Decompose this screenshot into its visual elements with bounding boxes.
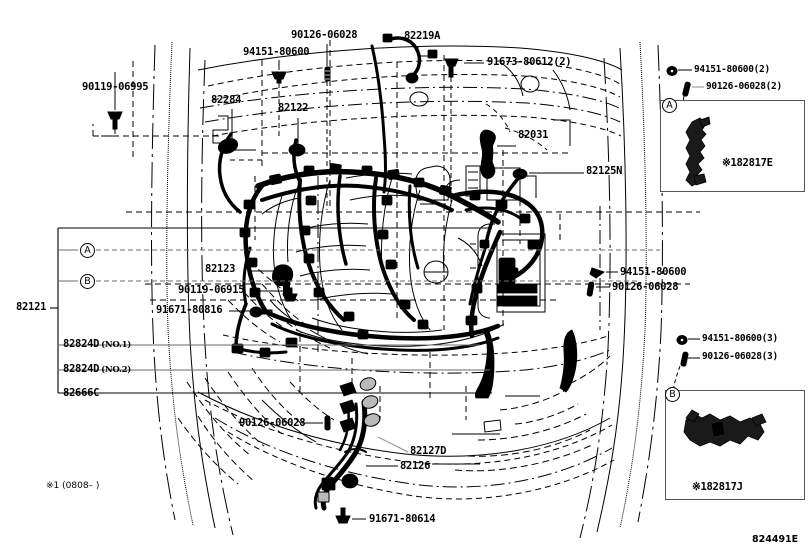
nut-inset-b-94151 [676,335,688,345]
label-82824D-no2-suffix: (NO.2) [101,365,131,375]
bolt-91671-80614 [335,507,351,524]
label-82824D-no2: 82824D (NO.2) [63,364,131,375]
nut-94151-80600-right [589,267,606,279]
label-90119-06915: 90119-06915 [178,284,245,296]
diagram-id-code: 824491E [752,534,799,545]
clip-inset-a-90126 [682,81,691,97]
bolt-90119-06915 [282,287,298,302]
label-82824D-no2-code: 82824D [63,363,100,375]
clip-inset-b-90126 [680,351,689,367]
inset-b-marker[interactable]: B [665,387,680,402]
label-94151-80600-right: 94151-80600 [620,266,687,278]
clip-90126-06028-right [586,281,595,297]
label-82123: 82123 [205,263,236,275]
label-82121: 82121 [16,301,47,313]
footnote-text: ※1 (0808– ) [46,481,100,491]
label-90126-06028-top: 90126-06028 [291,29,358,41]
callout-circle-a[interactable]: A [80,243,95,258]
bolt-91673-80612 [444,58,459,78]
bolt-91671-80816 [249,306,273,318]
label-91671-80816: 91671-80816 [156,304,223,316]
label-82122: 82122 [278,102,309,114]
nut-94151-80600-top [271,71,287,84]
part-82817E-shape [685,116,711,187]
label-inset-b-94151: 94151-80600(3) [702,333,778,344]
inset-panel-b [665,390,805,500]
label-90126-06028-bottom: 90126-06028 [239,417,306,429]
inset-a-marker[interactable]: A [662,98,677,113]
label-82031: 82031 [518,129,549,141]
label-82824D-no1-code: 82824D [63,338,100,350]
label-90119-06995: 90119-06995 [82,81,149,93]
label-inset-b-90126: 90126-06028(3) [702,351,778,362]
label-82824D-no1: 82824D (NO.1) [63,339,131,350]
label-82219A: 82219A [404,30,441,42]
label-82127D: 82127D [410,445,447,457]
part-82817J-shape [683,409,767,447]
label-82824D-no1-suffix: (NO.1) [101,340,131,350]
label-inset-a-90126: 90126-06028(2) [706,81,782,92]
label-94151-80600-top: 94151-80600 [243,46,310,58]
label-90126-06028-right: 90126-06028 [612,281,679,293]
label-inset-a-94151: 94151-80600(2) [694,64,770,75]
label-82284: 82284 [211,94,242,106]
label-82666C: 82666C [63,387,100,399]
label-91671-80614: 91671-80614 [369,513,436,525]
nut-inset-a-94151 [666,66,678,76]
inset-panel-a [660,100,805,192]
bolt-90119-06995 [107,111,123,130]
label-91673-80612: 91673-80612(2) [487,56,572,68]
callout-circle-b[interactable]: B [80,274,95,289]
label-82125N: 82125N [586,165,623,177]
clip-90126-06028-bottom [324,415,331,431]
label-inset-a-part: ※182817E [722,157,773,169]
label-inset-b-part: ※182817J [692,481,743,493]
label-82126: 82126 [400,460,431,472]
